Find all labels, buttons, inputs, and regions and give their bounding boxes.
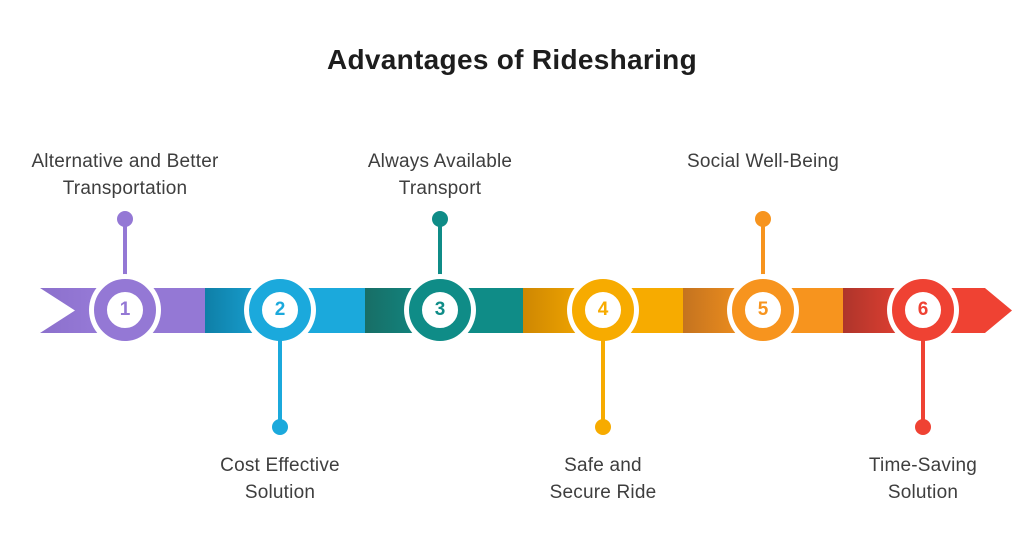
step-label: Time-Saving Solution [868,455,978,503]
connector-stem [761,225,765,281]
step-item-2: 2 Cost Effective Solution [140,0,420,546]
step-label: Alternative and Better Transportation [31,151,219,199]
connector-dot [432,211,448,227]
connector-dot [272,419,288,435]
step-number: 2 [274,299,286,320]
step-label: Social Well-Being [687,151,839,172]
connector-stem [123,225,127,281]
step-circle: 1 [94,279,156,341]
step-number: 6 [917,299,929,320]
step-number: 1 [119,299,131,320]
step-item-3: Always Available Transport 3 [300,0,580,546]
step-item-5: Social Well-Being 5 [623,0,903,546]
step-item-1: Alternative and Better Transportation 1 [0,0,265,546]
step-circle: 6 [892,279,954,341]
step-item-6: 6 Time-Saving Solution [783,0,1024,546]
infographic-title: Advantages of Ridesharing [326,44,697,75]
connector-stem [278,340,282,421]
connector-dot [915,419,931,435]
step-item-4: 4 Safe and Secure Ride [463,0,743,546]
step-label: Always Available Transport [367,151,513,199]
connector-stem [921,340,925,421]
step-number: 5 [757,299,769,320]
connector-dot [595,419,611,435]
connector-dot [755,211,771,227]
step-label: Safe and Secure Ride [549,455,657,503]
connector-dot [117,211,133,227]
connector-stem [438,225,442,281]
connector-stem [601,340,605,421]
step-number: 3 [434,299,446,320]
step-circle: 2 [249,279,311,341]
step-circle: 3 [409,279,471,341]
step-number: 4 [597,299,609,320]
step-label: Cost Effective Solution [220,455,340,503]
